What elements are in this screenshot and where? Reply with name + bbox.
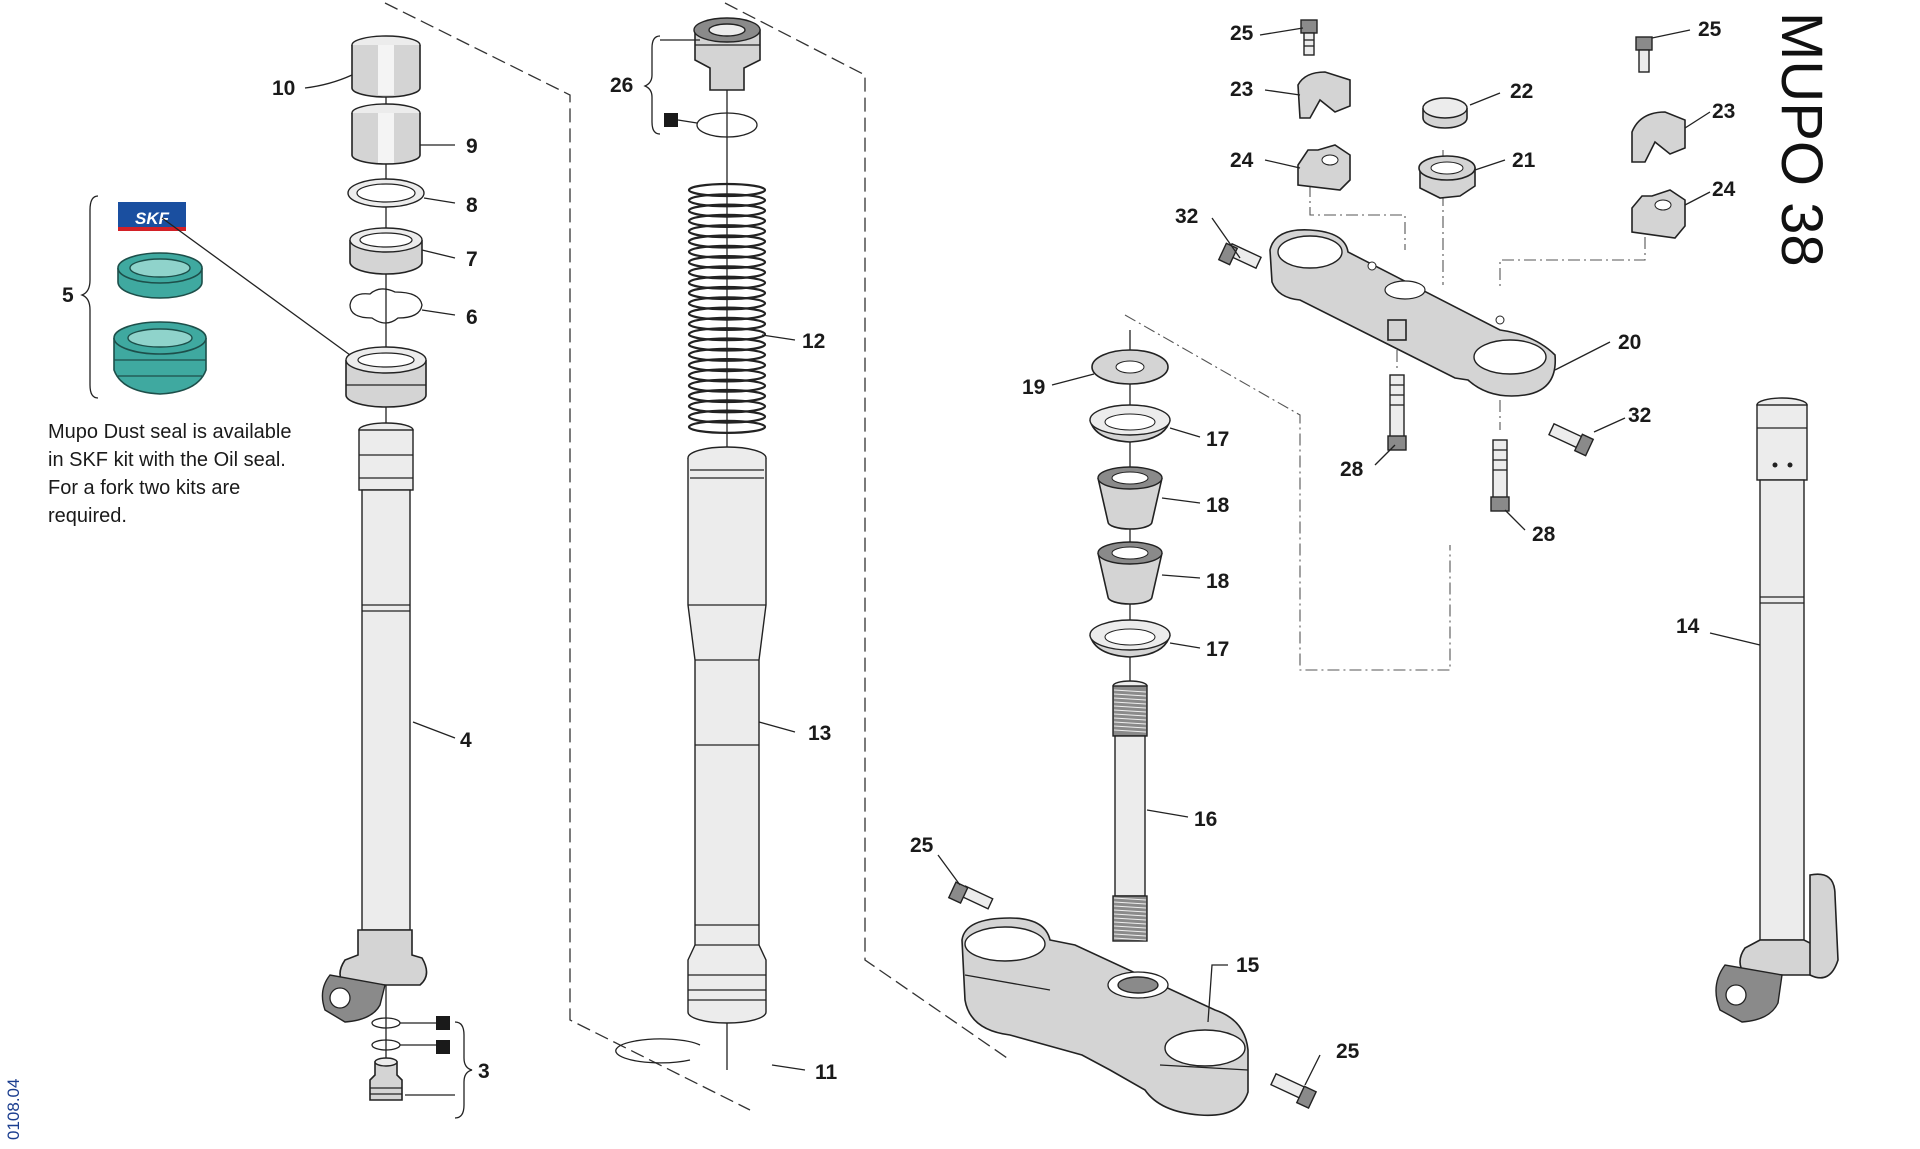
marker-square-b — [436, 1040, 450, 1054]
callout-13: 13 — [808, 722, 831, 745]
dust-seal-note: Mupo Dust seal is available in SKF kit w… — [48, 421, 292, 527]
callout-6: 6 — [466, 306, 478, 329]
part-fork-tube-4 — [321, 422, 428, 1023]
part-fork-leg-14 — [1715, 397, 1839, 1023]
part-bushing-9 — [351, 103, 421, 165]
leader-lines — [304, 27, 1761, 1086]
part-clamp-24a — [1297, 144, 1351, 191]
skf-badge: SKF — [118, 202, 186, 231]
callout-18a: 18 — [1206, 494, 1230, 517]
part-washer-8 — [347, 178, 425, 208]
part-bottom-yoke-15 — [961, 917, 1249, 1117]
part-circlip-11 — [615, 1038, 701, 1064]
part-clamp-23b — [1631, 111, 1686, 163]
callout-25a: 25 — [1230, 22, 1254, 45]
callout-28a: 28 — [1340, 458, 1364, 481]
callout-numbers: 10 9 8 7 6 5 4 3 26 12 13 11 25 23 24 22… — [62, 18, 1736, 1084]
part-bearing-cup-17b — [1089, 619, 1171, 658]
guide-clamp-a — [1309, 185, 1406, 250]
callout-17b: 17 — [1206, 638, 1229, 661]
clamp-24b-hole — [1654, 199, 1672, 211]
part-bolt-28a — [1387, 374, 1407, 451]
callout-3: 3 — [478, 1060, 490, 1083]
part-seal-7 — [349, 227, 423, 275]
part-clip-6 — [349, 288, 423, 324]
part-bearing-18b — [1097, 541, 1163, 605]
callout-22: 22 — [1510, 80, 1533, 103]
callout-24a: 24 — [1230, 149, 1254, 172]
part-bearing-cup-17a — [1089, 404, 1171, 443]
part-cartridge-foot-3 — [369, 1017, 403, 1101]
callout-19: 19 — [1022, 376, 1045, 399]
part-clamp-24b — [1631, 189, 1686, 239]
callout-28b: 28 — [1532, 523, 1556, 546]
part-top-yoke-20 — [1269, 229, 1556, 397]
part-fork-cap-26 — [693, 17, 761, 91]
diagram-title: MUPO 38 — [1769, 12, 1834, 267]
brace-26 — [643, 35, 661, 135]
callout-7: 7 — [466, 248, 478, 271]
callout-32b: 32 — [1628, 404, 1651, 427]
part-bearing-18a — [1097, 466, 1163, 530]
marker-square-c — [664, 113, 678, 127]
part-o-ring-26 — [696, 112, 758, 138]
clamp-24a-hole — [1321, 154, 1339, 166]
callout-24b: 24 — [1712, 178, 1736, 201]
callout-32a: 32 — [1175, 205, 1198, 228]
part-bolt-32b — [1548, 422, 1595, 457]
part-dust-seal — [345, 346, 427, 408]
explode-outline-center — [724, 2, 1011, 1061]
part-skf-dust-seal — [113, 321, 207, 395]
part-bolt-25b — [1635, 36, 1653, 73]
callout-20: 20 — [1618, 331, 1641, 354]
part-clamp-23a — [1297, 71, 1351, 119]
explode-outline-left — [384, 2, 751, 1111]
brace-5 — [80, 195, 99, 399]
part-bolt-25a — [1300, 19, 1318, 56]
callout-5: 5 — [62, 284, 74, 307]
callout-8: 8 — [466, 194, 478, 217]
callout-11: 11 — [815, 1061, 838, 1084]
callout-9: 9 — [466, 135, 478, 158]
leader-skf — [161, 217, 351, 356]
callout-18b: 18 — [1206, 570, 1230, 593]
part-bolt-25d — [1270, 1072, 1318, 1110]
part-bolt-25c — [947, 881, 994, 910]
callout-25c: 25 — [910, 834, 934, 857]
part-bushing-10 — [351, 35, 421, 98]
explode-outline-stem — [1124, 314, 1451, 671]
part-spring-12 — [687, 182, 767, 434]
callout-25d: 25 — [1336, 1040, 1360, 1063]
part-cap-22 — [1422, 97, 1468, 129]
callout-21: 21 — [1512, 149, 1536, 172]
callout-16: 16 — [1194, 808, 1217, 831]
callout-12: 12 — [802, 330, 825, 353]
leader-marker-c — [677, 119, 698, 124]
diagram-code: 0108.04 — [4, 1078, 23, 1140]
callout-10: 10 — [272, 77, 295, 100]
part-outer-tube-13 — [687, 446, 767, 1024]
guide-clamp-b — [1499, 215, 1646, 290]
brace-3 — [454, 1021, 473, 1119]
part-nut-21 — [1418, 155, 1476, 199]
callout-25b: 25 — [1698, 18, 1722, 41]
part-bolt-32a — [1217, 242, 1262, 270]
callout-26: 26 — [610, 74, 633, 97]
part-steering-stem-16 — [1112, 680, 1148, 942]
callout-23a: 23 — [1230, 78, 1253, 101]
callout-4: 4 — [460, 729, 472, 752]
callout-15: 15 — [1236, 954, 1260, 977]
skf-badge-text: SKF — [135, 209, 170, 228]
part-skf-oil-seal — [117, 252, 203, 299]
part-washer-19 — [1091, 349, 1169, 385]
callout-14: 14 — [1676, 615, 1700, 638]
marker-square-a — [436, 1016, 450, 1030]
callout-23b: 23 — [1712, 100, 1735, 123]
callout-17a: 17 — [1206, 428, 1229, 451]
part-bolt-28b — [1490, 439, 1510, 512]
